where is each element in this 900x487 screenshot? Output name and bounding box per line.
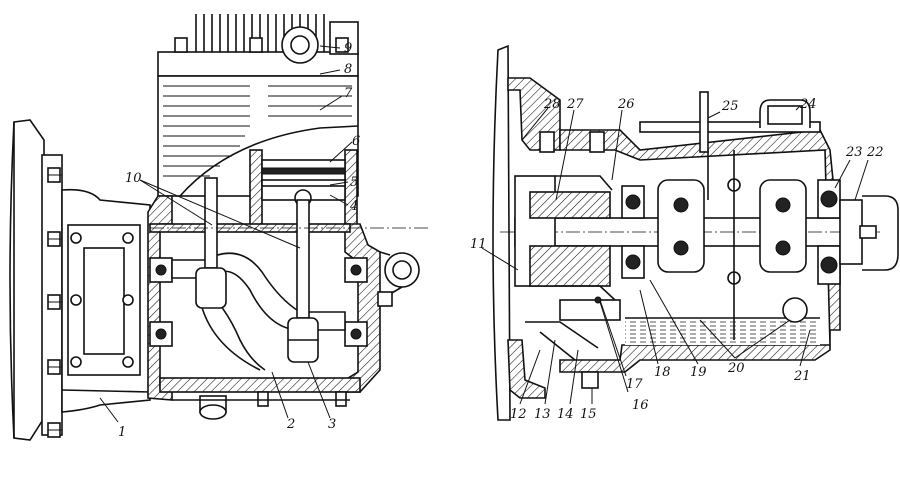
housing [559, 129, 841, 373]
mounting-flange [13, 119, 45, 441]
label-24: 24 [799, 97, 817, 112]
label-13: 13 [534, 407, 551, 422]
top-cover [639, 121, 821, 133]
label-11: 11 [470, 237, 487, 252]
label-25: 25 [721, 99, 739, 114]
label-28: 28 [543, 97, 561, 112]
shaft-bearings [621, 179, 841, 285]
flange-bolts [47, 167, 62, 438]
label-19: 19 [690, 365, 707, 380]
label-10: 10 [125, 171, 142, 186]
cylinder-head [157, 14, 359, 77]
cylinder-block [157, 75, 359, 226]
label-21: 21 [793, 369, 811, 384]
label-18: 18 [654, 365, 671, 380]
label-23: 23 [845, 145, 863, 160]
label-16: 16 [632, 398, 649, 413]
label-3: 3 [328, 417, 336, 432]
label-14: 14 [557, 407, 574, 422]
connecting-rod [296, 199, 310, 319]
label-17: 17 [626, 377, 643, 392]
right-leaders [481, 105, 869, 405]
label-15: 15 [580, 407, 597, 422]
label-9: 9 [344, 41, 352, 56]
crank-throws [657, 150, 808, 340]
front-plate [492, 44, 511, 421]
end-pulley [839, 195, 899, 271]
left-leaders [99, 45, 353, 423]
label-5: 5 [350, 175, 358, 190]
label-26: 26 [617, 97, 635, 112]
label-2: 2 [286, 417, 295, 432]
label-27: 27 [566, 97, 584, 112]
part-labels: 1 2 3 4 5 6 7 8 9 10 11 12 13 14 15 16 1… [118, 41, 884, 440]
cover-bolts [70, 232, 134, 368]
label-8: 8 [344, 62, 352, 77]
label-1: 1 [118, 425, 126, 440]
drain-plug [581, 371, 599, 389]
oil-bath [625, 318, 820, 345]
right-view-longitudinal-section [492, 44, 899, 421]
left-view-side-section [9, 14, 430, 441]
label-12: 12 [510, 407, 527, 422]
label-22: 22 [866, 145, 884, 160]
crankcase [147, 177, 420, 420]
label-7: 7 [344, 86, 353, 101]
label-4: 4 [349, 199, 358, 214]
label-20: 20 [727, 361, 745, 376]
label-6: 6 [352, 134, 360, 149]
